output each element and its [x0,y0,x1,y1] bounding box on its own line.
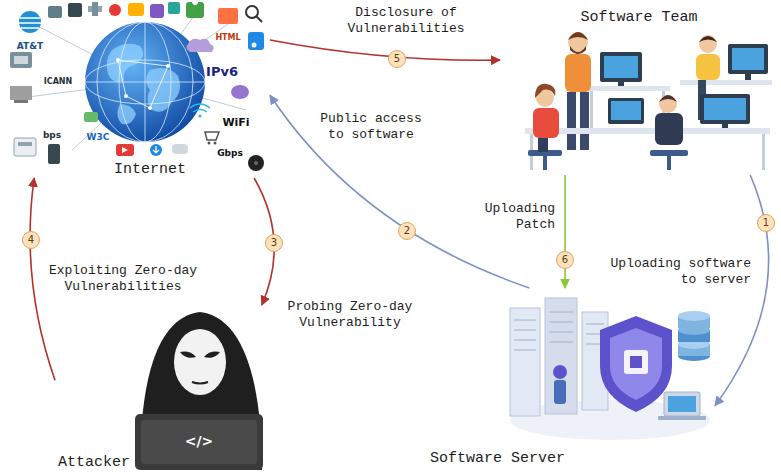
edge-label-holder: Disclosure of Vulnerabilities [341,4,471,38]
icon-text-holder: </> [174,432,224,450]
edge-label: Disclosure of Vulnerabilities [341,4,471,38]
illustration-node: Attacker [55,305,275,472]
flow-arrow [564,175,566,288]
callout-number-holder: 6 [556,249,574,269]
software-team-illustration [525,32,772,170]
internet-illustration [10,0,264,171]
edge-label-holder: Uploading Patch [470,200,558,234]
icon-text: IPv6 [206,64,238,79]
node-caption: Attacker [58,454,130,472]
icon-text-holder: ICANN [29,70,88,88]
edge-label: Uploading software to server [602,255,754,289]
icon-text: HTML [215,33,240,43]
illustration-node: Software Server [425,288,715,472]
callout-number: 1 [757,214,775,232]
software-server-illustration [510,298,710,440]
illustration-node: Software Team [500,5,778,175]
icon-text-holder: IPv6 [197,62,247,80]
callout-number: 5 [388,50,406,68]
edge-label: Exploiting Zero-day Vulnerabilities [43,262,203,296]
flow-arrow [270,40,500,60]
callout-number-holder: 2 [398,220,416,240]
icon-text: AT&T [17,41,43,52]
edge-label-holder: Probing Zero-day Vulnerability [281,298,419,332]
flow-arrow [715,175,769,406]
callout-number: 6 [556,251,574,269]
node-caption: Software Team [580,9,697,27]
node-caption: Software Server [430,450,565,468]
icon-text-holder: HTML [202,26,254,44]
icon-text: W3C [87,132,110,143]
icon-text: WiFi [222,116,249,129]
node-caption: Internet [114,161,186,179]
node-caption-holder: Internet [95,159,205,179]
icon-text-holder: bps [27,124,77,142]
callout-number-holder: 1 [757,212,775,232]
callout-number-holder: 5 [388,48,406,68]
icon-text-holder: AT&T [5,35,55,53]
node-caption-holder: Software Server [430,448,600,468]
icon-text: </> [185,433,214,449]
edge-label-holder: Exploiting Zero-day Vulnerabilities [43,262,203,296]
attacker-illustration [135,312,263,470]
node-caption-holder: Software Team [554,7,724,27]
icon-text: bps [43,130,61,141]
callout-number: 4 [22,231,40,249]
callout-number: 3 [265,234,283,252]
callout-number-holder: 3 [265,232,283,252]
callout-number-holder: 4 [22,229,40,249]
callout-number: 2 [398,222,416,240]
edge-label-holder: Uploading software to server [602,255,754,289]
edge-label: Public access to software [313,110,429,144]
edge-label: Uploading Patch [470,200,558,234]
node-caption-holder: Attacker [58,452,148,472]
icon-text: ICANN [44,77,72,87]
icon-text-holder: Gbps [205,142,255,160]
flow-arrow [270,95,529,288]
edge-label: Probing Zero-day Vulnerability [281,298,419,332]
edge-label-holder: Public access to software [313,110,429,144]
icon-text-holder: W3C [73,126,123,144]
icon-text: Gbps [217,148,243,159]
icon-text-holder: WiFi [211,112,261,130]
